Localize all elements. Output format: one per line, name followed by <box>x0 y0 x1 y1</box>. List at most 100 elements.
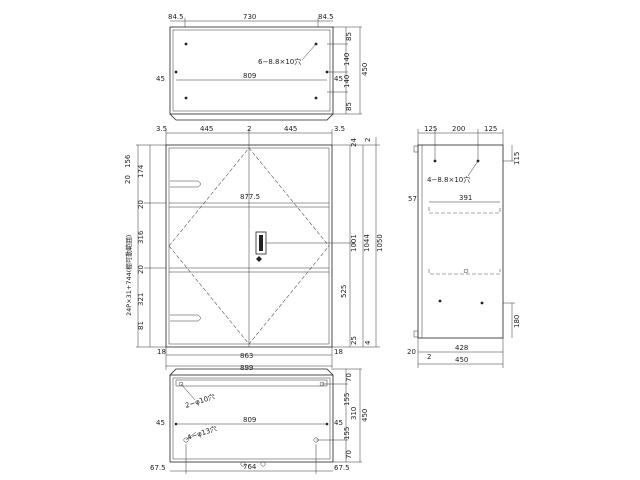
hole-13 <box>260 461 266 467</box>
dim-label: 84.5 <box>318 13 334 21</box>
dim-label: 1050 <box>376 234 384 252</box>
mounting-hole <box>325 70 329 74</box>
dim-label: 45 <box>334 419 343 427</box>
dim-label: 45 <box>156 419 165 427</box>
dim-label: 445 <box>284 125 297 133</box>
dim-label: 809 <box>243 416 256 424</box>
leader-line <box>301 43 317 61</box>
hole-13 <box>240 461 246 467</box>
bottom-view: 70 155 310 155 450 70 809 45 45 764 67.5… <box>150 368 369 474</box>
dim-label: 2 <box>364 138 372 142</box>
dim-label: 24 <box>350 138 358 147</box>
dim-label: 180 <box>513 315 521 328</box>
dim-label: 2 <box>427 353 431 361</box>
side-view-outline <box>417 144 504 339</box>
dim-label: 140 <box>343 53 351 66</box>
dim-label: 2 <box>247 125 251 133</box>
dim-label: 20 <box>137 200 145 209</box>
bottom-view-front-lip <box>169 368 334 376</box>
top-view-front-lip <box>169 113 334 121</box>
dim-label: 1001 <box>350 234 358 252</box>
dim-label: 3.5 <box>156 125 167 133</box>
dim-label: 450 <box>361 409 369 422</box>
dim-label: 450 <box>361 63 369 76</box>
dim-label: 18 <box>157 348 166 356</box>
dim-label: 140 <box>343 75 351 88</box>
dim-label: 85 <box>345 102 353 111</box>
dim-label: 67.5 <box>150 464 166 472</box>
door-swing-indicator <box>168 245 330 345</box>
dim-label: 1044 <box>363 234 371 252</box>
dim-label: 115 <box>513 152 521 165</box>
side-view-hinge <box>413 330 419 338</box>
dim-label: 310 <box>350 407 358 420</box>
dim-label: 3.5 <box>334 125 345 133</box>
mounting-hole <box>480 301 484 305</box>
bottom-view-inner-outline <box>172 377 331 460</box>
dim-label: 45 <box>334 75 343 83</box>
dim-label: 156 <box>124 154 132 168</box>
bottom-view-rail <box>175 379 328 387</box>
dim-label: 809 <box>243 72 256 80</box>
dim-label: 57 <box>408 195 417 203</box>
dim-label: 125 <box>424 125 437 133</box>
dim-label: 316 <box>137 230 145 244</box>
dim-label: 391 <box>459 194 472 202</box>
mounting-hole <box>314 96 318 100</box>
note-label: 4−φ13穴 <box>186 424 218 442</box>
dim-label: 450 <box>455 356 468 364</box>
note-label: 4−8.8×10穴 <box>427 175 470 184</box>
dim-label: 20 <box>407 348 416 356</box>
dim-label: 70 <box>345 373 353 382</box>
door-swing-indicator <box>168 147 330 247</box>
mounting-hole <box>184 42 188 46</box>
shelf-profile <box>428 207 501 214</box>
leader-line <box>180 383 196 401</box>
top-view-inner-outline <box>172 29 331 112</box>
lock-icon <box>256 256 262 262</box>
top-view-outline <box>169 26 334 115</box>
leader-line <box>467 160 479 177</box>
dim-label: 525 <box>340 285 348 298</box>
shelf-range-label: 24P×31+744(棚可動範囲) <box>124 235 133 316</box>
dim-label: 730 <box>243 13 256 21</box>
dim-label: 70 <box>345 450 353 459</box>
door-handle-grip <box>259 235 263 251</box>
dim-label: 899 <box>240 364 253 372</box>
dim-label: 67.5 <box>334 464 350 472</box>
side-view-hinge <box>413 145 419 153</box>
hinge-mark <box>170 180 201 188</box>
front-view: 3.5 445 2 445 3.5 24 2 1001 1044 1050 52… <box>124 125 384 372</box>
mounting-hole <box>184 96 188 100</box>
dim-label: 174 <box>137 164 145 178</box>
dim-label: 155 <box>343 427 351 440</box>
hole-13 <box>183 437 189 443</box>
side-view: 125 200 125 115 180 4−8.8×10穴 57 391 20 … <box>407 125 521 368</box>
note-label: 6−8.8×10穴 <box>258 57 301 66</box>
dim-label: 85 <box>345 32 353 41</box>
dim-label: 863 <box>240 352 253 360</box>
dim-label: 18 <box>334 348 343 356</box>
top-view: 84.5 730 84.5 809 45 45 85 140 450 140 8… <box>156 13 369 121</box>
dim-label: 4 <box>364 340 372 345</box>
hinge-mark <box>170 314 201 322</box>
dim-label: 20 <box>124 175 132 184</box>
dim-label: 84.5 <box>168 13 184 21</box>
hole-10 <box>178 381 184 387</box>
dim-label: 877.5 <box>240 193 260 201</box>
dim-label: 200 <box>452 125 465 133</box>
mounting-hole <box>438 299 442 303</box>
bottom-view-outline <box>169 374 334 463</box>
note-label: 2−φ10穴 <box>184 392 216 410</box>
dim-label: 81 <box>137 321 145 330</box>
dim-label: 428 <box>455 344 468 352</box>
dim-label: 764 <box>243 463 257 471</box>
dim-label: 25 <box>350 336 358 345</box>
dim-label: 321 <box>137 293 145 306</box>
shelf-profile <box>428 269 501 275</box>
mounting-hole <box>174 70 178 74</box>
shelf-pin <box>463 268 469 274</box>
dim-label: 20 <box>137 265 145 274</box>
dim-label: 45 <box>156 75 165 83</box>
